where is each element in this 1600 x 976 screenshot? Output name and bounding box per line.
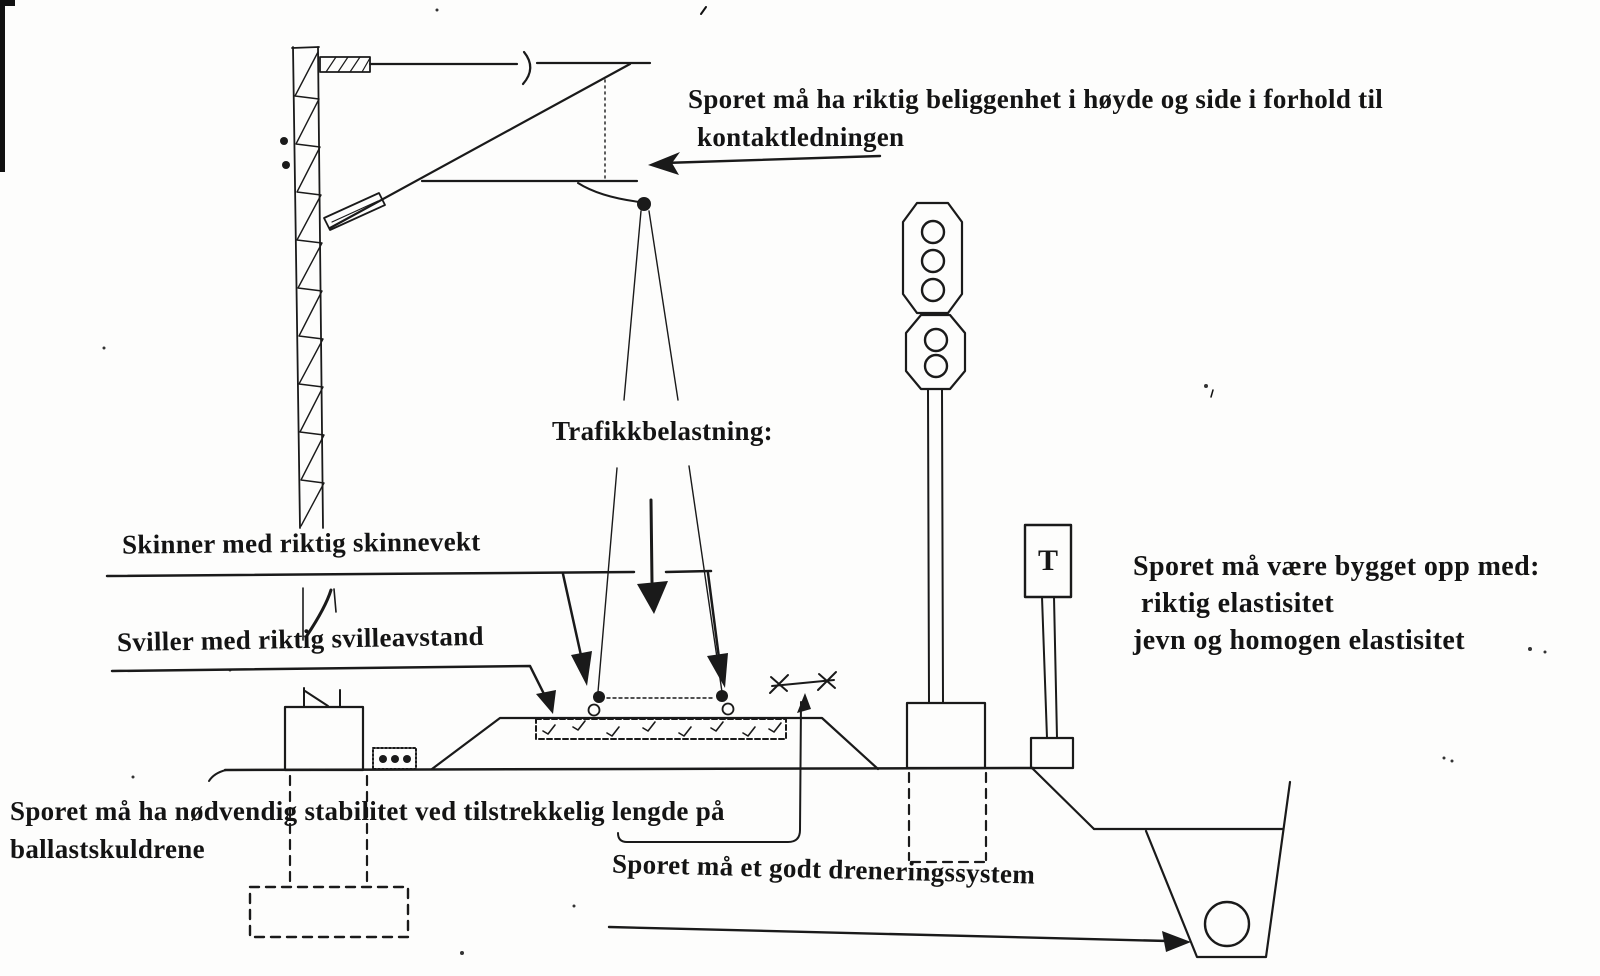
sleeper bbox=[535, 718, 787, 740]
catenary-note-arrow bbox=[648, 152, 882, 175]
catenary-mast bbox=[280, 46, 325, 529]
drainage-note-arrow bbox=[607, 925, 1191, 952]
rail-left bbox=[587, 691, 605, 717]
rails-leader bbox=[105, 569, 728, 688]
stability-note: Sporet må ha nødvendig stabilitet ved ti… bbox=[10, 792, 725, 868]
track-buildup-line2: riktig elastisitet bbox=[1141, 588, 1335, 619]
cable-duct bbox=[372, 747, 417, 770]
cantilever-arm bbox=[319, 50, 652, 231]
wire-break-mark bbox=[521, 50, 532, 86]
sleepers-label: Sviller med riktig svilleavstand bbox=[116, 620, 485, 658]
rails-label: Skinner med riktig skinnevekt bbox=[121, 526, 481, 560]
t-sign bbox=[1023, 523, 1075, 770]
stability-note-line1: Sporet må ha nødvendig stabilitet ved ti… bbox=[10, 796, 725, 826]
contact-wire-point bbox=[637, 197, 651, 211]
load-fan-arrows bbox=[597, 210, 723, 693]
catenary-note-line2: kontaktledningen bbox=[697, 122, 905, 152]
drainage-ditch bbox=[1030, 766, 1292, 959]
drain-pipe bbox=[1203, 900, 1251, 948]
catenary-note-line1: Sporet må ha riktig beliggenhet i høyde … bbox=[688, 84, 1384, 114]
ballast-section bbox=[430, 716, 880, 771]
signal-mast bbox=[901, 201, 988, 864]
track-buildup-line1: Sporet må være bygget opp med: bbox=[1133, 551, 1540, 582]
dimension-mark bbox=[617, 671, 837, 843]
traffic-load-label: Trafikkbelastning: bbox=[552, 416, 773, 446]
rail-right bbox=[716, 690, 735, 716]
down-arrow bbox=[637, 498, 668, 614]
sleepers-leader bbox=[110, 664, 556, 714]
scan-noise bbox=[0, 0, 1547, 955]
stability-note-line2: ballastskuldrene bbox=[10, 834, 205, 864]
signal-plate-letter: T bbox=[1037, 544, 1058, 577]
foundation bbox=[248, 687, 410, 939]
track-buildup-note: Sporet må være bygget opp med: riktig el… bbox=[1133, 548, 1540, 659]
insulator-diagonal bbox=[323, 192, 386, 231]
rail-profile-doodle bbox=[302, 587, 337, 641]
track-buildup-line3: jevn og homogen elastisitet bbox=[1133, 625, 1465, 656]
